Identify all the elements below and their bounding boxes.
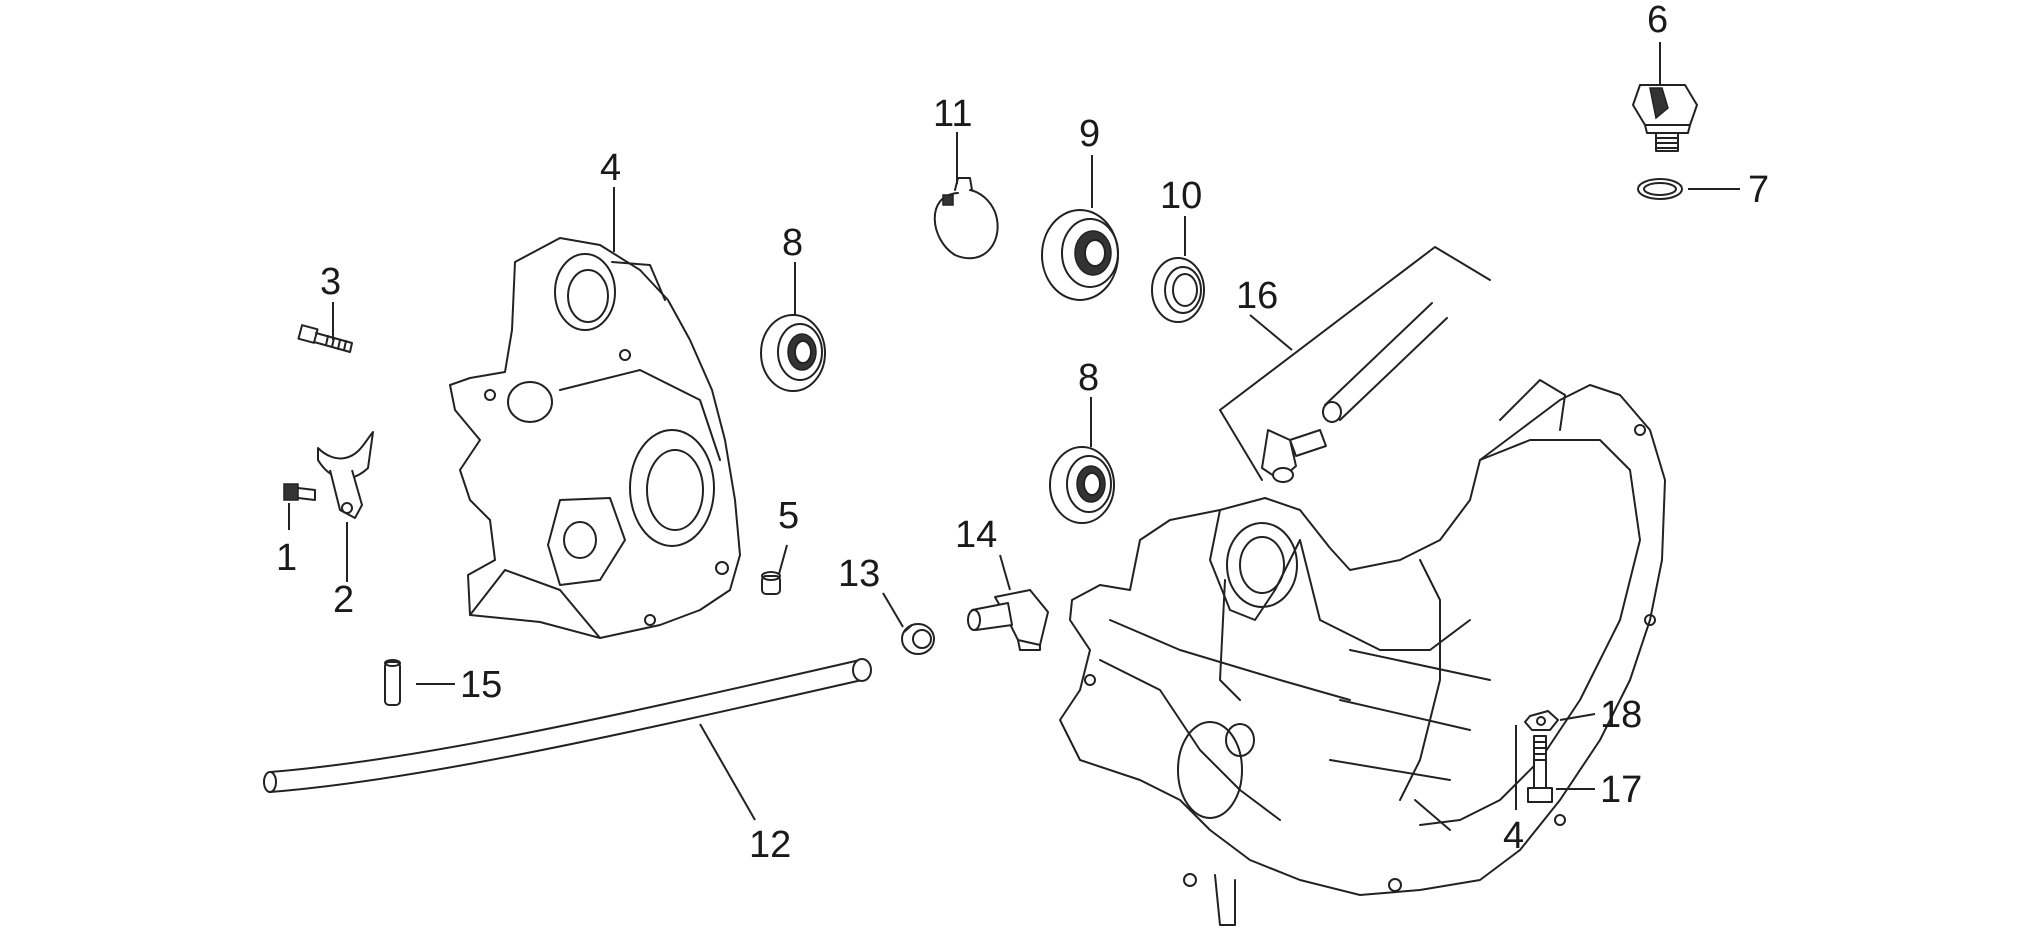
part-15-pin: [384, 659, 401, 706]
callout-5: 5: [778, 495, 799, 537]
part-18-nut: [1524, 710, 1559, 731]
part-7-washer: [1637, 178, 1683, 200]
part-3-bolt: [297, 324, 353, 353]
callout-18: 18: [1600, 694, 1642, 736]
part-2-shift-fork: [317, 431, 374, 519]
leader-lines: [288, 42, 1740, 821]
callout-2: 2: [333, 579, 354, 621]
part-6-plug: [1632, 84, 1698, 152]
part-8-bearing-upper: [760, 314, 826, 392]
part-10-oil-seal: [1151, 257, 1205, 323]
callout-6: 6: [1647, 0, 1668, 41]
right-crankcase-half: [1059, 379, 1666, 926]
callout-1: 1: [276, 537, 297, 579]
callout-4-right: 4: [1503, 815, 1524, 857]
part-8-bearing-lower: [1049, 446, 1115, 524]
part-5-dowel-pin: [761, 571, 781, 595]
callout-8-lower: 8: [1078, 357, 1099, 399]
part-12-hose: [263, 658, 872, 793]
callout-11: 11: [933, 93, 972, 135]
callout-15: 15: [460, 664, 502, 706]
callout-9: 9: [1079, 113, 1100, 155]
part-16-breather-assembly: [1219, 246, 1491, 483]
part-9-bearing: [1041, 209, 1119, 301]
part-11-circlip: [933, 177, 999, 260]
callout-17: 17: [1600, 769, 1642, 811]
callout-12: 12: [749, 824, 791, 866]
part-13-hose-clamp: [901, 623, 935, 655]
part-1-screw: [283, 483, 316, 501]
callout-3: 3: [320, 261, 341, 303]
callout-16: 16: [1236, 275, 1278, 317]
part-14-elbow-fitting: [967, 589, 1049, 651]
callout-labels: 1 2 3 4 4 5 6 7 8 8 9 10 11 12 13 14 15 …: [276, 0, 1769, 866]
part-17-bolt: [1527, 735, 1553, 803]
callout-13: 13: [838, 553, 880, 595]
callout-10: 10: [1160, 175, 1202, 217]
callout-7: 7: [1748, 169, 1769, 211]
callout-8-upper: 8: [782, 222, 803, 264]
left-crankcase-half: [449, 237, 741, 639]
callout-4-left: 4: [600, 147, 621, 189]
callout-14: 14: [955, 514, 997, 556]
